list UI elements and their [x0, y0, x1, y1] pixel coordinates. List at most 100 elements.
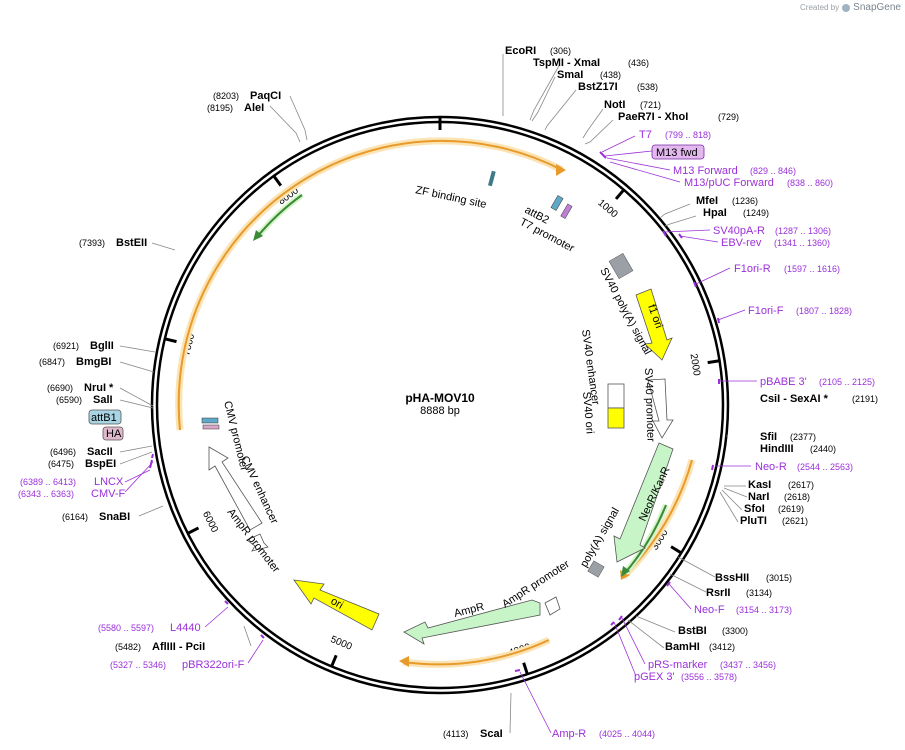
site-sfoi-coord: (2619) — [778, 504, 804, 514]
site-scai-coord: (4113) — [443, 729, 468, 739]
tick-mark — [164, 337, 177, 344]
site-bstbi-coord: (3300) — [722, 626, 748, 636]
site-sfii: SfiI — [760, 431, 777, 443]
site-pluti: PluTI — [740, 515, 767, 527]
site-bamhi: BamHI — [665, 641, 700, 653]
primer-labels: T7 (799 .. 818) M13 fwd M13 Forward (829… — [18, 129, 875, 740]
site-nari: NarI — [748, 491, 769, 503]
site-bsshii: BssHII — [715, 572, 749, 584]
primer-prs-marker: pRS-marker — [648, 659, 708, 671]
feature-attb1: attB1 — [91, 412, 117, 424]
site-sali-coord: (6590) — [56, 395, 82, 405]
site-leaders — [119, 54, 748, 734]
site-mfei: MfeI — [696, 195, 718, 207]
primer-l4440: L4440 — [170, 622, 201, 634]
site-bglii: BglII — [90, 340, 114, 352]
primer-m13-forward: M13 Forward — [673, 165, 738, 177]
tick-label: 1000 — [595, 198, 619, 221]
site-csii: CsiI - SexAI * — [760, 393, 829, 405]
site-labels: EcoRI (306) TspMI - XmaI (436) SmaI (438… — [39, 45, 878, 740]
inner-features — [201, 170, 674, 645]
feature-attb1-box — [88, 409, 122, 425]
primer-sv40pa-r-coord: (1287 .. 1306) — [775, 226, 831, 236]
site-noti-coord: (721) — [640, 100, 661, 110]
site-bstz17i: BstZ17I — [578, 81, 618, 93]
primer-m13puc-coord: (838 .. 860) — [787, 178, 833, 188]
primer-neo-r-coord: (2544 .. 2563) — [797, 462, 853, 472]
site-bsteii: BstEII — [116, 237, 147, 249]
primer-amp-r: Amp-R — [552, 728, 586, 740]
site-bsshii-coord: (3015) — [766, 573, 792, 583]
site-bspei: BspEI — [85, 458, 116, 470]
tick-mark — [670, 545, 683, 555]
feature-sv40-ori: SV40 ori — [580, 391, 596, 434]
primer-l4440-coord: (5580 .. 5597) — [98, 623, 154, 633]
site-nrui-coord: (6690) — [47, 383, 73, 393]
primer-amp-r-coord: (4025 .. 4044) — [599, 729, 655, 739]
site-ecori-coord: (306) — [550, 46, 571, 56]
site-afliii: AflIII - PciI — [152, 641, 205, 653]
feature-ha: HA — [106, 428, 122, 440]
tick-mark — [614, 188, 625, 200]
site-hindiii: HindIII — [760, 443, 794, 455]
feature-sv40-promoter: SV40 promoter — [642, 368, 657, 443]
site-alei: AleI — [244, 102, 264, 114]
primer-pbabe3-coord: (2105 .. 2125) — [819, 377, 875, 387]
primer-pbr322ori-f: pBR322ori-F — [182, 659, 245, 671]
site-bmgbi-coord: (6847) — [39, 357, 65, 367]
primer-ebv-rev: EBV-rev — [721, 237, 762, 249]
site-bglii-coord: (6921) — [53, 341, 79, 351]
site-kasi: KasI — [748, 479, 771, 491]
primer-pbr322ori-f-coord: (5327 .. 5346) — [110, 660, 166, 670]
primer-neo-f: Neo-F — [694, 604, 725, 616]
plasmid-size: 8888 bp — [420, 405, 460, 417]
feature-ori: ori — [329, 595, 346, 612]
primer-m13puc: M13/pUC Forward — [684, 177, 774, 189]
plasmid-name: pHA-MOV10 — [405, 391, 475, 405]
site-sali: SalI — [93, 394, 113, 406]
site-sfii-coord: (2377) — [790, 432, 816, 442]
site-tspmi: TspMI - XmaI — [533, 57, 600, 69]
site-paer7i: PaeR7I - XhoI — [618, 111, 688, 123]
site-nrui: NruI * — [84, 382, 114, 394]
primer-f1ori-f-coord: (1807 .. 1828) — [796, 306, 852, 316]
snapgene-logo-icon — [842, 3, 851, 12]
snapgene-credit: Created by SnapGene — [800, 2, 901, 13]
site-kasi-coord: (2617) — [788, 480, 814, 490]
orange-features — [175, 137, 696, 668]
primer-pgex3-coord: (3556 .. 3578) — [681, 672, 737, 682]
primer-marks — [149, 151, 720, 672]
credit-prefix: Created by — [800, 3, 840, 12]
site-mfei-coord: (1236) — [732, 196, 758, 206]
tick-mark — [187, 526, 200, 535]
site-bsteii-coord: (7393) — [79, 238, 105, 248]
primer-t7: T7 — [639, 129, 652, 141]
tick-label: 5000 — [329, 634, 354, 653]
primer-f1ori-f: F1ori-F — [748, 305, 784, 317]
site-alei-coord: (8195) — [207, 103, 233, 113]
site-nari-coord: (2618) — [784, 492, 810, 502]
site-afliii-coord: (5482) — [115, 642, 141, 652]
primer-prs-marker-coord: (3437 .. 3456) — [720, 660, 776, 670]
primer-m13-fwd-box — [651, 144, 705, 160]
primer-neo-f-coord: (3154 .. 3173) — [736, 605, 792, 615]
primer-leaders — [124, 135, 757, 734]
site-smai-coord: (438) — [600, 70, 621, 80]
green-arrows — [253, 192, 669, 577]
tick-mark — [330, 654, 338, 667]
primer-f1ori-r-coord: (1597 .. 1616) — [784, 264, 840, 274]
site-snabi: SnaBI — [99, 511, 130, 523]
site-snabi-coord: (6164) — [62, 512, 88, 522]
site-sfoi: SfoI — [744, 503, 765, 515]
site-pluti-coord: (2621) — [782, 516, 808, 526]
primer-pbabe3: pBABE 3' — [760, 376, 807, 388]
primer-m13-forward-coord: (829 .. 846) — [750, 166, 796, 176]
primer-t7-coord: (799 .. 818) — [665, 130, 711, 140]
primer-lncx: LNCX — [94, 476, 124, 488]
site-tspmi-coord: (436) — [628, 58, 649, 68]
site-paer7i-coord: (729) — [718, 112, 739, 122]
primer-cmv-f-coord: (6343 .. 6363) — [18, 489, 74, 499]
primer-sv40pa-r: SV40pA-R — [713, 225, 765, 237]
feature-ha-box — [102, 426, 124, 441]
